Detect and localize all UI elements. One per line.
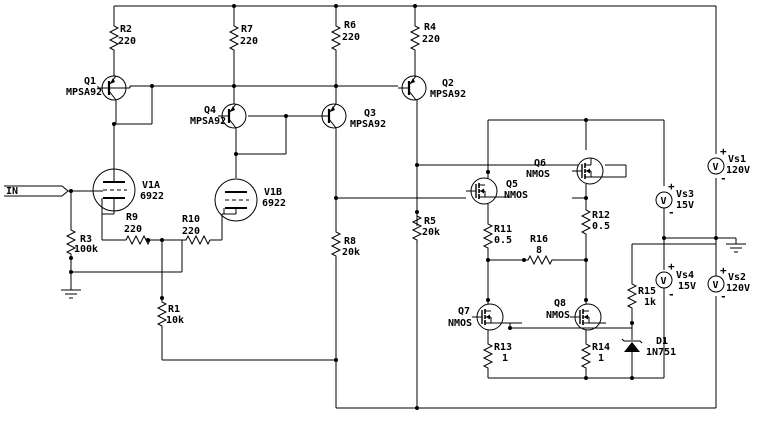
vs1-plus: + bbox=[720, 145, 727, 158]
q2-part: MPSA92 bbox=[430, 89, 466, 100]
q8-name: Q8 bbox=[554, 298, 566, 309]
r3-value: 100k bbox=[74, 244, 98, 255]
r1-resistor bbox=[157, 240, 336, 361]
q2-stage bbox=[396, 6, 578, 410]
d1-zener bbox=[621, 338, 643, 378]
q3-stage bbox=[316, 6, 466, 408]
q1-part: MPSA92 bbox=[66, 87, 102, 98]
q4-part: MPSA92 bbox=[190, 116, 226, 127]
ground-symbol-right bbox=[726, 238, 746, 253]
r8-value: 20k bbox=[342, 247, 360, 258]
q5-name: Q5 bbox=[506, 179, 518, 190]
r3-name: R3 bbox=[80, 234, 92, 245]
r11-value: 0.5 bbox=[494, 235, 512, 246]
r5-name: R5 bbox=[424, 216, 436, 227]
r4-name: R4 bbox=[424, 22, 436, 33]
vs1-minus: - bbox=[720, 172, 727, 185]
q3-name: Q3 bbox=[364, 108, 376, 119]
r6-name: R6 bbox=[344, 20, 356, 31]
v1b-part: 6922 bbox=[262, 198, 286, 209]
vs4-name: Vs4 bbox=[676, 270, 694, 281]
r14-value: 1 bbox=[598, 353, 604, 364]
ground-symbol-left bbox=[61, 289, 81, 299]
q6-part: NMOS bbox=[526, 169, 550, 180]
q1-name: Q1 bbox=[84, 76, 96, 87]
r5-value: 20k bbox=[422, 227, 440, 238]
vs2-minus: - bbox=[720, 290, 727, 303]
v1a-name: V1A bbox=[142, 180, 160, 191]
r13-name: R13 bbox=[494, 342, 512, 353]
r11-resistor bbox=[483, 219, 493, 298]
q2-name: Q2 bbox=[442, 78, 454, 89]
vs4-plus: + bbox=[668, 260, 675, 273]
v1a-tube bbox=[92, 164, 136, 240]
q7-part: NMOS bbox=[448, 318, 472, 329]
vs2-source bbox=[707, 236, 725, 293]
r13-resistor bbox=[483, 339, 493, 378]
r9-r10-network bbox=[102, 214, 223, 245]
r4-value: 220 bbox=[422, 34, 440, 45]
q1-stage bbox=[96, 6, 398, 164]
q8-mosfet bbox=[569, 298, 634, 340]
r12-value: 0.5 bbox=[592, 221, 610, 232]
q4-stage bbox=[216, 6, 320, 178]
input-terminal[interactable] bbox=[4, 185, 103, 197]
q8-part: NMOS bbox=[546, 310, 570, 321]
r2-name: R2 bbox=[120, 24, 132, 35]
bottom-supply-rail bbox=[336, 296, 717, 409]
vs3-value: 15V bbox=[676, 200, 694, 211]
v1b-tube bbox=[214, 178, 258, 222]
r10-name: R10 bbox=[182, 214, 200, 225]
r2-value: 220 bbox=[118, 36, 136, 47]
r8-name: R8 bbox=[344, 236, 356, 247]
r1-name: R1 bbox=[168, 304, 180, 315]
vs2-plus: + bbox=[720, 264, 727, 277]
r10-value: 220 bbox=[182, 226, 200, 237]
r12-name: R12 bbox=[592, 210, 610, 221]
q3-part: MPSA92 bbox=[350, 119, 386, 130]
d1-part: 1N751 bbox=[646, 347, 676, 358]
q5-mosfet bbox=[465, 170, 510, 220]
r13-value: 1 bbox=[502, 353, 508, 364]
r16-resistor bbox=[488, 255, 586, 265]
r7-name: R7 bbox=[241, 24, 253, 35]
input-label: IN bbox=[6, 186, 18, 197]
r14-resistor bbox=[581, 339, 591, 380]
d1-name: D1 bbox=[656, 336, 668, 347]
r15-name: R15 bbox=[638, 286, 656, 297]
r9-name: R9 bbox=[126, 212, 138, 223]
q6-name: Q6 bbox=[534, 158, 546, 169]
r15-resistor bbox=[627, 244, 637, 340]
r1-value: 10k bbox=[166, 315, 184, 326]
vs2-value: 120V bbox=[726, 283, 750, 294]
r16-name: R16 bbox=[530, 234, 548, 245]
q7-name: Q7 bbox=[458, 306, 470, 317]
r12-resistor bbox=[581, 205, 591, 298]
vs1-name: Vs1 bbox=[728, 154, 746, 165]
r11-name: R11 bbox=[494, 224, 512, 235]
vs3-minus: - bbox=[668, 206, 675, 219]
q7-mosfet bbox=[471, 298, 632, 340]
vs4-value: 15V bbox=[678, 281, 696, 292]
vs4-minus: - bbox=[668, 288, 675, 301]
r3-resistor bbox=[61, 191, 183, 299]
vs2-name: Vs2 bbox=[728, 272, 746, 283]
q6-mosfet bbox=[571, 157, 627, 206]
r14-name: R14 bbox=[592, 342, 610, 353]
vs4-source bbox=[632, 236, 736, 378]
q4-name: Q4 bbox=[204, 105, 216, 116]
vs1-value: 120V bbox=[726, 165, 750, 176]
r15-value: 1k bbox=[644, 297, 656, 308]
output-stage-frame bbox=[487, 118, 665, 186]
r16-value: 8 bbox=[536, 245, 542, 256]
r6-value: 220 bbox=[342, 32, 360, 43]
vs3-plus: + bbox=[668, 180, 675, 193]
r9-value: 220 bbox=[124, 224, 142, 235]
r7-value: 220 bbox=[240, 36, 258, 47]
v1a-part: 6922 bbox=[140, 191, 164, 202]
q5-part: NMOS bbox=[504, 190, 528, 201]
v1b-name: V1B bbox=[264, 187, 282, 198]
vs3-name: Vs3 bbox=[676, 189, 694, 200]
